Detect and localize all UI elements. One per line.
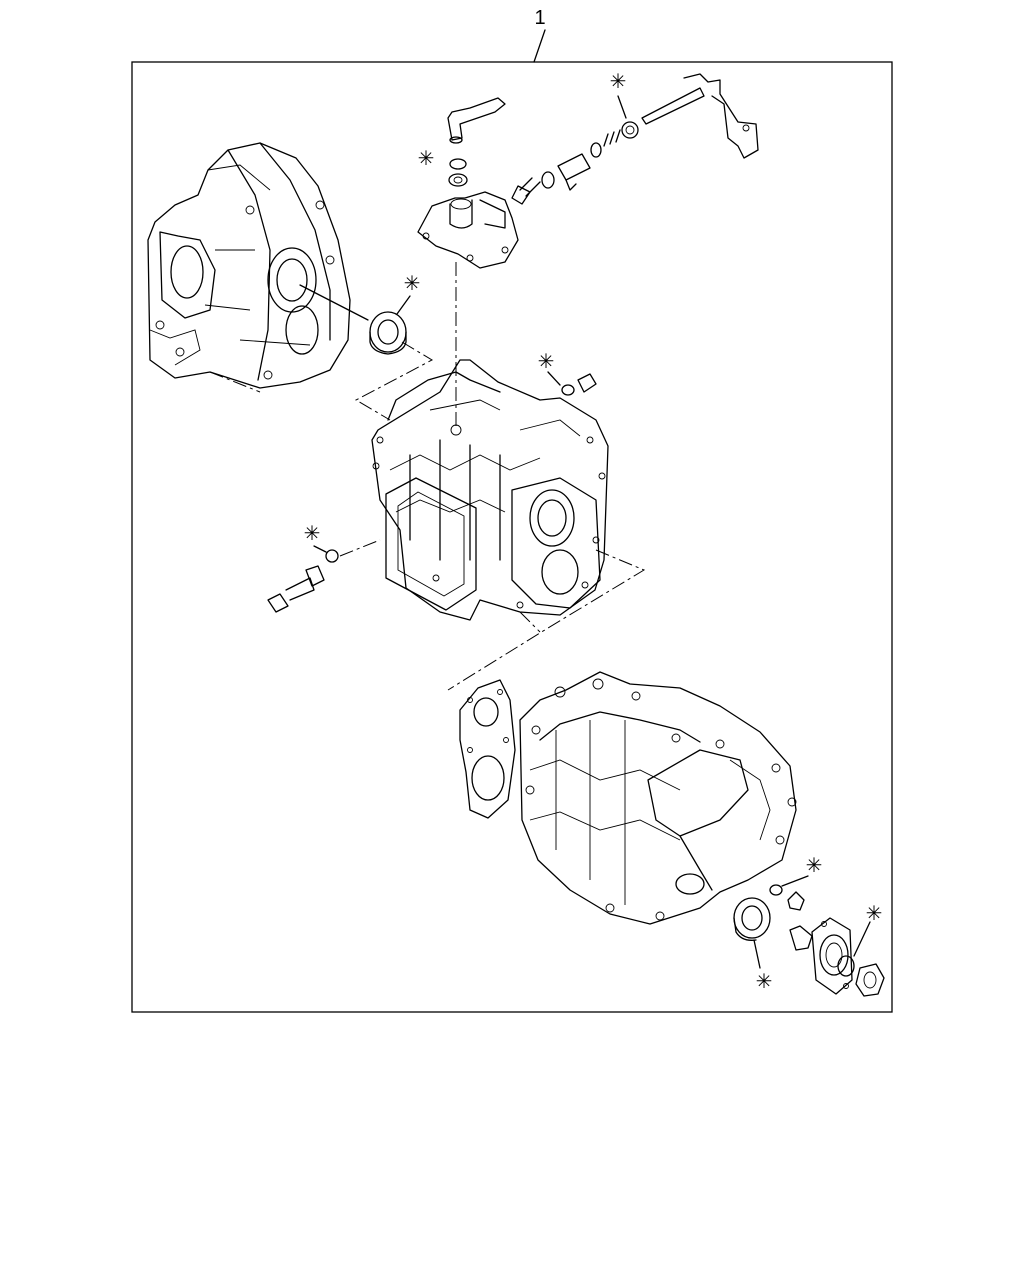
main-gear-case <box>371 359 609 621</box>
callout-leader-line <box>533 29 546 63</box>
shift-cover <box>417 191 519 269</box>
alignment-line-case <box>447 549 646 691</box>
asterisk-marker-rod: ✳ <box>610 71 627 93</box>
rear-gasket <box>459 679 516 819</box>
clutch-housing <box>147 142 351 389</box>
leader-housing-seal <box>299 284 369 321</box>
input-oil-seal <box>369 311 407 355</box>
rear-plug <box>769 884 805 911</box>
shift-rod-assembly <box>511 73 759 205</box>
rear-transfer-case <box>519 671 797 925</box>
shift-lever <box>447 97 506 144</box>
asterisk-marker-plug: ✳ <box>538 351 555 373</box>
asterisk-marker-lever: ✳ <box>418 148 435 170</box>
asterisk-marker-rear-plug: ✳ <box>806 855 823 877</box>
asterisk-marker-flange: ✳ <box>866 903 883 925</box>
case-bolt <box>267 549 339 613</box>
flange-o-ring <box>837 955 855 977</box>
case-plug <box>561 373 597 396</box>
callout-number-1: 1 <box>534 7 545 29</box>
asterisk-marker-rear-seal: ✳ <box>756 971 773 993</box>
alignment-line-housing <box>209 341 434 421</box>
flange-nut <box>855 963 885 997</box>
rear-oil-seal <box>733 897 771 941</box>
asterisk-marker-bolt: ✳ <box>304 523 321 545</box>
output-flange <box>789 917 853 995</box>
assembly-frame <box>131 61 893 1013</box>
asterisk-marker-seal: ✳ <box>404 273 421 295</box>
alignment-line-bolt <box>339 539 381 557</box>
lever-washer <box>448 158 468 187</box>
